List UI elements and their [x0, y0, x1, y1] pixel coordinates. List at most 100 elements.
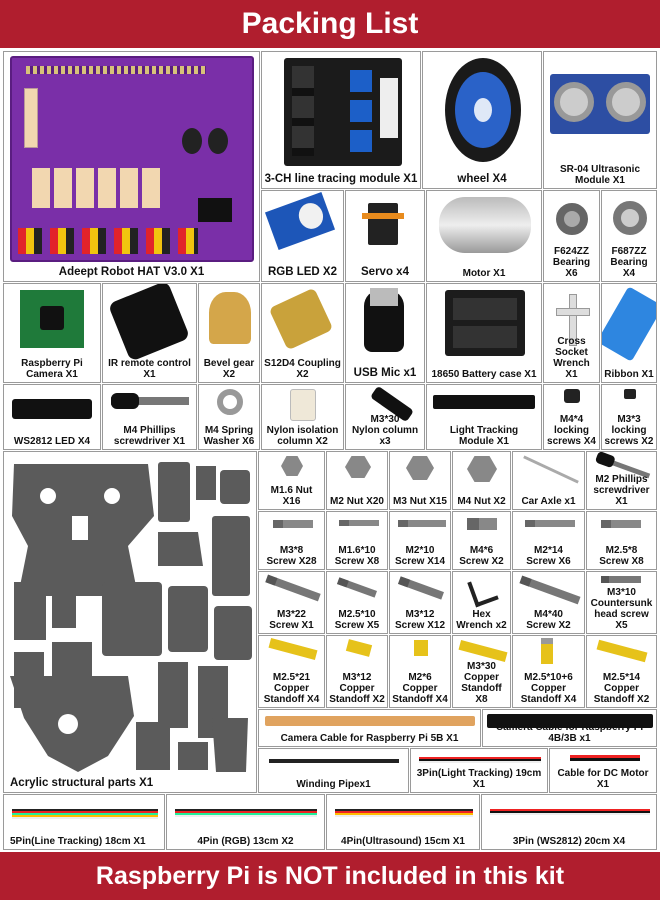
m3nut-label: M3 Nut X15: [393, 496, 447, 507]
cs2-label: M3*12 Copper Standoff X2: [329, 672, 385, 705]
cam5b-cell: Camera Cable for Raspberry Pi 5B X1: [258, 709, 481, 747]
rgb-led-label: RGB LED X2: [267, 266, 337, 278]
dc-cable-cell: Cable for DC Motor X1: [549, 748, 657, 793]
cs2-cell: M3*12 Copper Standoff X2: [326, 635, 388, 708]
f624-label: F624ZZ Bearing X6: [552, 246, 591, 279]
nylon-column-image: [290, 389, 316, 421]
m2-driver-label: M2 Phillips screwdriver X1: [593, 474, 650, 507]
footer-notice: Raspberry Pi is NOT included in this kit: [0, 852, 660, 900]
cross-wrench-label: Cross Socket Wrench X1: [553, 336, 590, 380]
cross-wrench-cell: Cross Socket Wrench X1: [543, 283, 600, 383]
dc-cable-label: Cable for DC Motor X1: [557, 768, 649, 790]
screw-icon: [519, 575, 581, 605]
cam4b-cell: Camera Cable for Raspberry Pi 4B/3B x1: [482, 709, 657, 747]
m4-driver-cell: M4 Phillips screwdriver X1: [102, 384, 197, 450]
robot-hat-label: Adeept Robot HAT V3.0 X1: [58, 266, 205, 278]
battery-case-image: [445, 290, 525, 356]
pin4rgb-cell: 4Pin (RGB) 13cm X2: [166, 794, 325, 850]
cs3-label: M2*6 Copper Standoff X4: [392, 672, 448, 705]
m3nut-cell: M3 Nut X15: [389, 451, 451, 510]
car-axle-cell: Car Axle x1: [512, 451, 585, 510]
cs1-label: M2.5*21 Copper Standoff X4: [263, 672, 320, 705]
usb-mic-label: USB Mic x1: [353, 367, 417, 379]
coupling-cell: S12D4 Coupling X2: [261, 283, 344, 383]
screw-icon: [601, 576, 641, 583]
m4x40-cell: M4*40 Screw X2: [512, 571, 585, 634]
bevel-gear-cell: Bevel gear X2: [198, 283, 260, 383]
wheel-cell: wheel X4: [422, 51, 542, 189]
ultrasonic-label: SR-04 Ultrasonic Module X1: [559, 164, 641, 186]
wheel-image: [445, 58, 521, 162]
nylon-col-cell: M3*30 Nylon column x3: [345, 384, 425, 450]
acrylic-cell: Acrylic structural parts X1: [3, 451, 257, 793]
hex-wrench-label: Hex Wrench x2: [456, 609, 507, 631]
screw-icon: [525, 520, 575, 527]
cs1-cell: M2.5*21 Copper Standoff X4: [258, 635, 325, 708]
ultrasonic-cell: SR-04 Ultrasonic Module X1: [543, 51, 657, 189]
ribbon-image: [602, 286, 656, 362]
cam4b-label: Camera Cable for Raspberry Pi 4B/3B x1: [495, 722, 644, 744]
m3x22-cell: M3*22 Screw X1: [258, 571, 325, 634]
wire-image: [419, 757, 541, 763]
m2nut-cell: M2 Nut X20: [326, 451, 388, 510]
f687-label: F687ZZ Bearing X4: [610, 246, 648, 279]
washer-image: [217, 389, 243, 415]
wire-image: [335, 809, 473, 817]
servo-image: [362, 203, 404, 245]
usb-mic-image: [364, 288, 404, 352]
copper-standoff-icon: [414, 640, 428, 656]
m4-screwdriver-image: [111, 393, 189, 409]
m4nut-label: M4 Nut X2: [457, 496, 506, 507]
pin3ws-label: 3Pin (WS2812) 20cm X4: [512, 836, 626, 847]
pin3light-label: 3Pin(Light Tracking) 19cm X1: [416, 768, 542, 790]
acrylic-parts-image: [10, 462, 252, 772]
m3x12-cell: M3*12 Screw X12: [389, 571, 451, 634]
bevel-gear-image: [209, 292, 251, 344]
hex-nut-icon: [281, 456, 303, 476]
copper-standoff-icon: [268, 637, 318, 661]
servo-cell: Servo x4: [345, 190, 425, 282]
m3x12-label: M3*12 Screw X12: [394, 609, 446, 631]
m4-washer-cell: M4 Spring Washer X6: [198, 384, 260, 450]
ir-remote-label: IR remote control X1: [108, 358, 191, 380]
nylon-iso-label: Nylon isolation column X2: [266, 425, 339, 447]
servo-label: Servo x4: [361, 266, 409, 278]
pin4ultra-cell: 4Pin(Ultrasound) 15cm X1: [326, 794, 480, 850]
hex-wrench-icon: [467, 574, 499, 608]
ws2812-image: [12, 399, 92, 419]
m3x22-label: M3*22 Screw X1: [269, 609, 314, 631]
m3-lock-label: M3*3 locking screws X2: [604, 414, 654, 447]
m2x10-cell: M2*10 Screw X14: [389, 511, 451, 570]
light-track-cell: Light Tracking Module X1: [426, 384, 542, 450]
m2x10-label: M2*10 Screw X14: [394, 545, 446, 567]
m4x40-label: M4*40 Screw X2: [526, 609, 571, 631]
line-module-cell: 3-CH line tracing module X1: [261, 51, 421, 189]
m4x6-cell: M4*6 Screw X2: [452, 511, 511, 570]
m3x8-cell: M3*8 Screw X28: [258, 511, 325, 570]
pi-camera-cell: Raspberry Pi Camera X1: [3, 283, 101, 383]
cs4-label: M3*30 Copper Standoff X8: [461, 661, 502, 705]
m25x8-cell: M2.5*8 Screw X8: [586, 511, 657, 570]
screw-icon: [601, 520, 641, 528]
screw-icon: [398, 520, 446, 527]
m16x10-cell: M1.6*10 Screw X8: [326, 511, 388, 570]
flat-cable-image: [265, 716, 475, 726]
m2-driver-cell: M2 Phillips screwdriver X1: [586, 451, 657, 510]
robot-hat-board: [10, 56, 254, 262]
m4-lock-label: M4*4 locking screws X4: [547, 414, 596, 447]
rgb-led-image: [264, 191, 336, 251]
pin5line-label: 5Pin(Line Tracking) 18cm X1: [10, 836, 146, 847]
copper-standoff-icon: [596, 639, 648, 663]
ws2812-label: WS2812 LED X4: [13, 436, 91, 447]
cross-wrench-image: [556, 294, 590, 346]
m16x10-label: M1.6*10 Screw X8: [334, 545, 380, 567]
wire-image: [490, 809, 650, 815]
f624-bearing-image: [556, 203, 588, 235]
m4-driver-label: M4 Phillips screwdriver X1: [113, 425, 186, 447]
copper-standoff-icon: [458, 639, 508, 663]
pin3light-cell: 3Pin(Light Tracking) 19cm X1: [410, 748, 548, 793]
f687-cell: F687ZZ Bearing X4: [601, 190, 657, 282]
cs3-cell: M2*6 Copper Standoff X4: [389, 635, 451, 708]
motor-image: [439, 197, 531, 253]
m4-lock-cell: M4*4 locking screws X4: [543, 384, 600, 450]
